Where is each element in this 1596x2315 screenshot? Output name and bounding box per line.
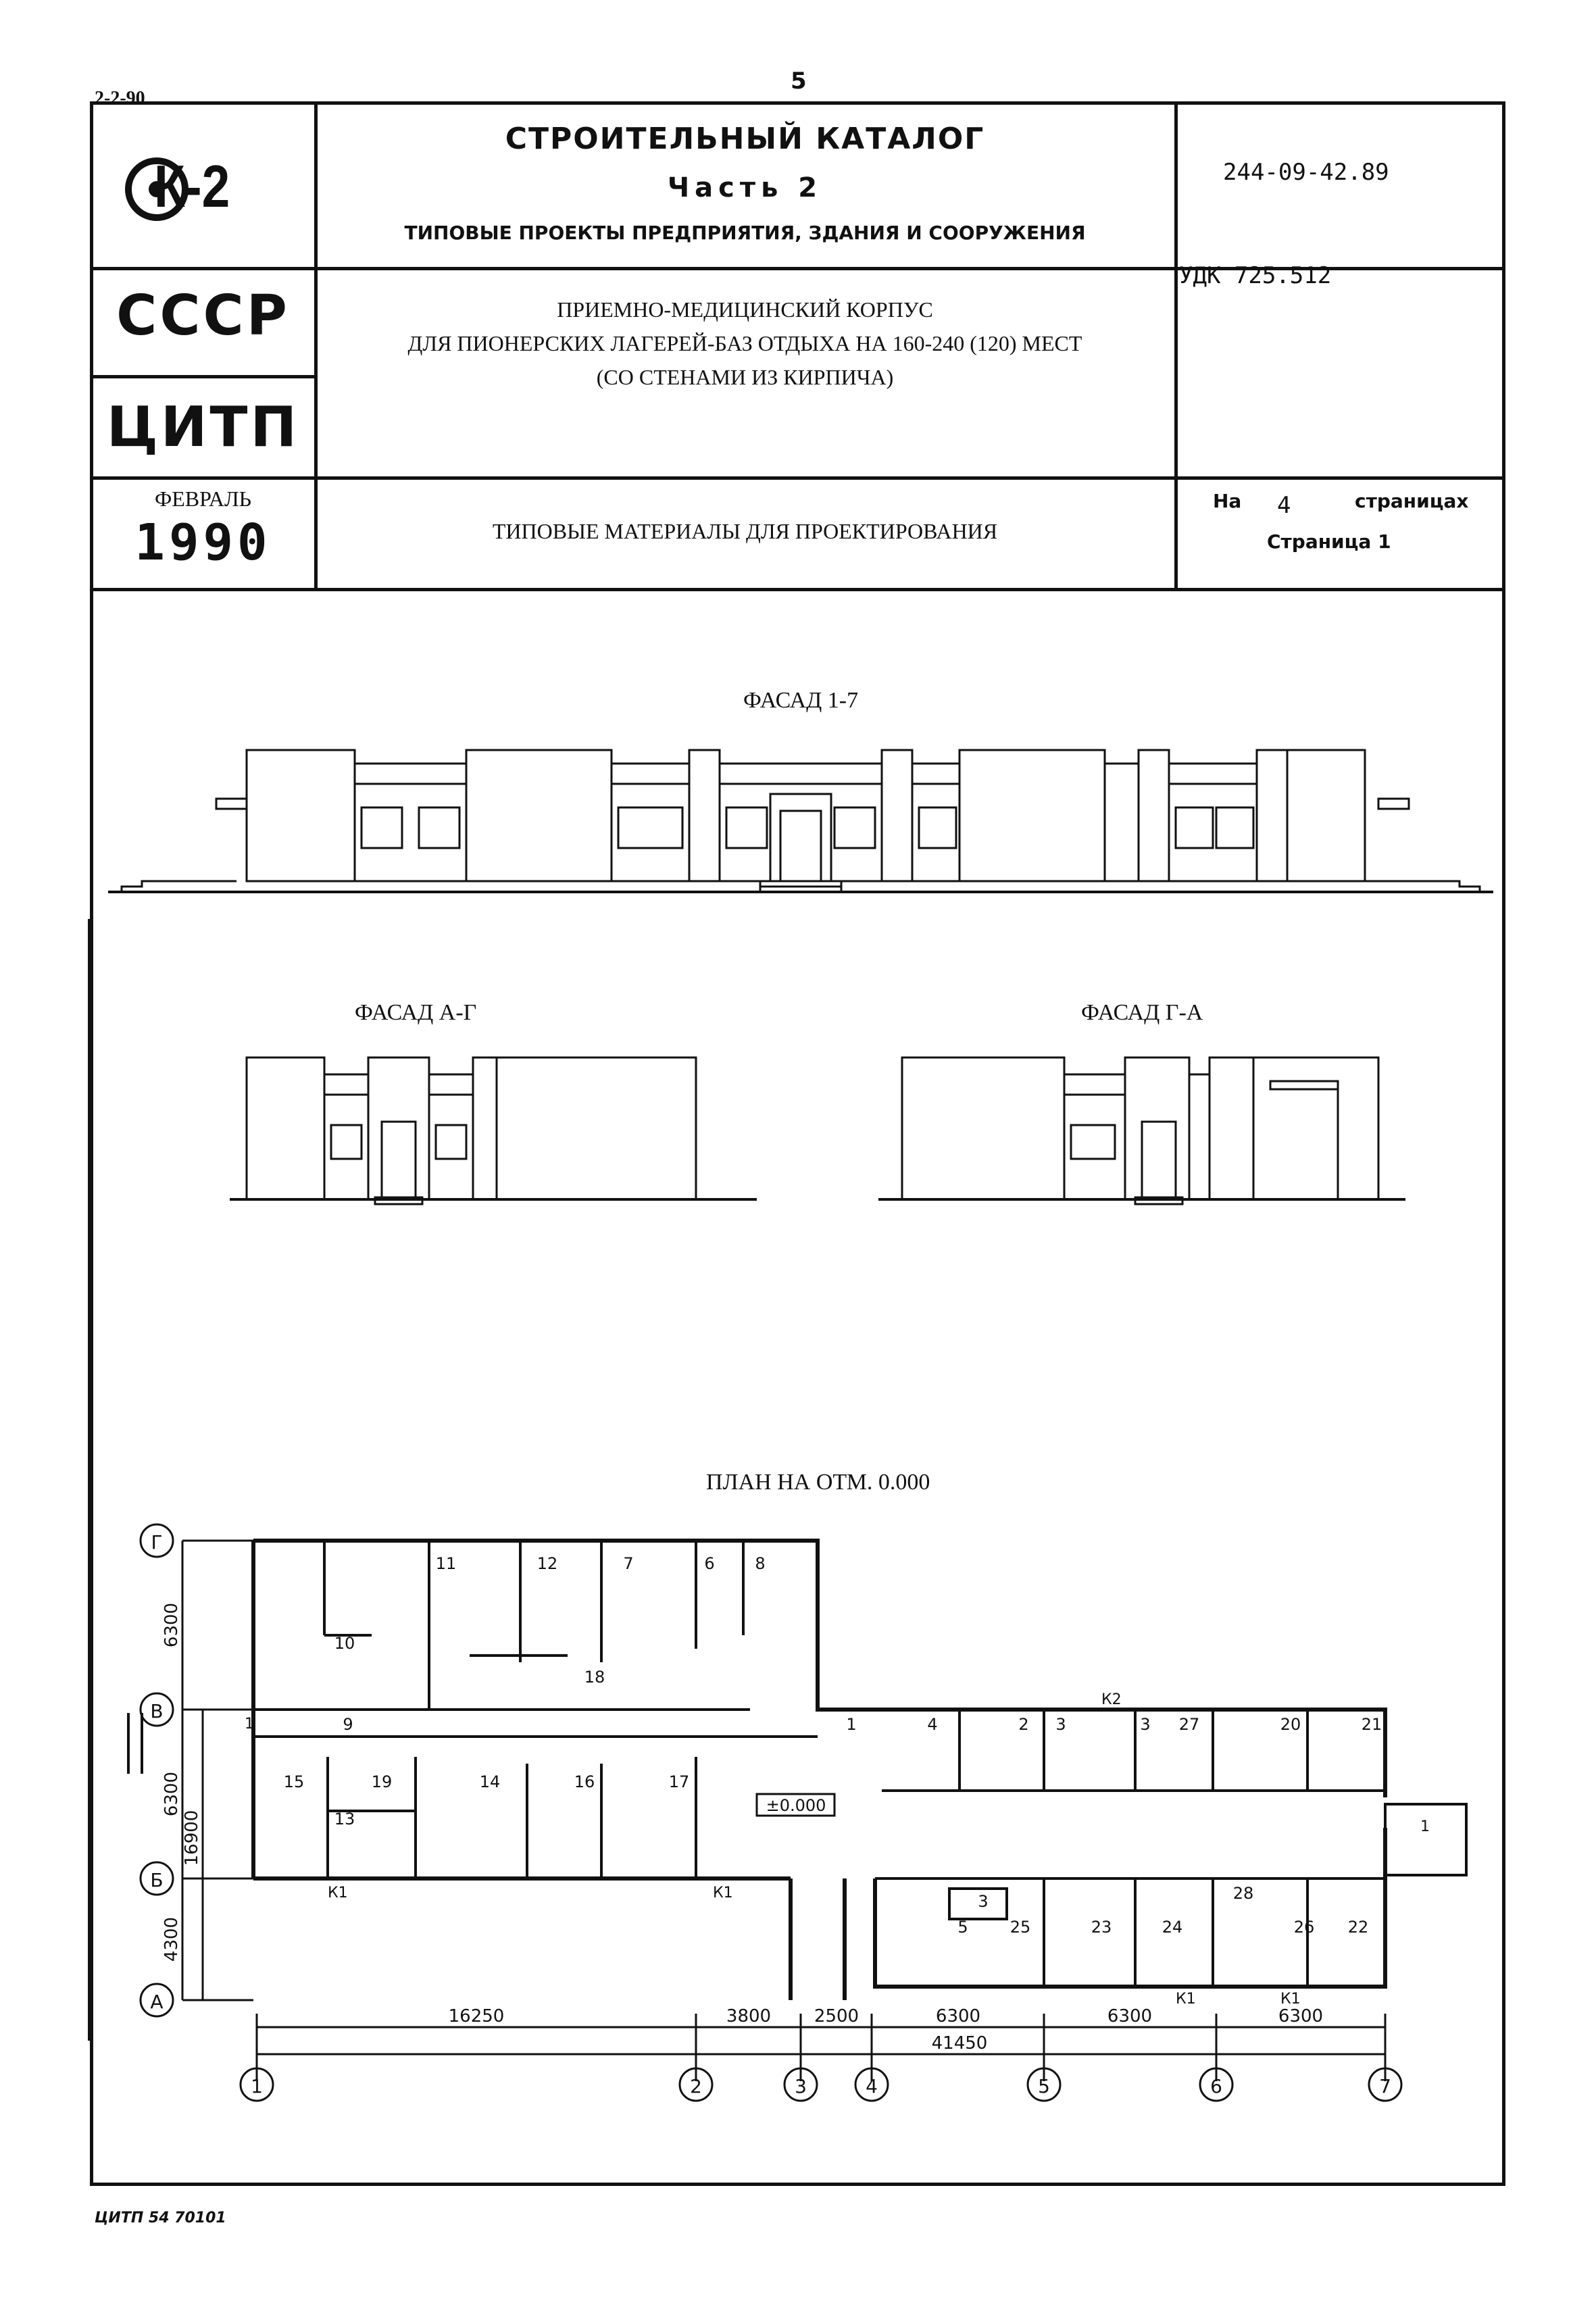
institute: ЦИТП xyxy=(106,395,300,459)
room-number: 15 xyxy=(284,1772,305,1791)
catalog-part: Часть 2 xyxy=(667,172,823,203)
facade-a-g-title: ФАСАД А-Г xyxy=(355,1000,477,1025)
room-number: 17 xyxy=(669,1772,690,1791)
section-mark: К1 xyxy=(713,1885,733,1901)
year: 1990 xyxy=(134,514,272,572)
section-mark: 1 xyxy=(245,1716,254,1733)
overall-dimension: 41450 xyxy=(932,2033,988,2053)
vertical-dimension: 6300 xyxy=(161,1603,182,1647)
room-number: 18 xyxy=(584,1668,605,1687)
row-axis-label: А xyxy=(150,1991,163,2013)
title-col-divider-2 xyxy=(1174,101,1178,591)
title-col-divider-1 xyxy=(314,101,318,591)
horizontal-dimension: 6300 xyxy=(1107,2006,1152,2026)
catalog-section: ТИПОВЫЕ ПРОЕКТЫ ПРЕДПРИЯТИЯ, ЗДАНИЯ И СО… xyxy=(404,222,1086,244)
plan-title: ПЛАН НА ОТМ. 0.000 xyxy=(706,1470,930,1495)
room-number: 1 xyxy=(846,1715,856,1734)
project-title-line1: ПРИЕМНО-МЕДИЦИНСКИЙ КОРПУС xyxy=(557,297,933,322)
room-number: 26 xyxy=(1294,1918,1315,1937)
room-number: 3 xyxy=(1140,1715,1150,1734)
section-mark: К1 xyxy=(1280,1991,1301,2008)
materials-title: ТИПОВЫЕ МАТЕРИАЛЫ ДЛЯ ПРОЕКТИРОВАНИЯ xyxy=(492,519,998,543)
section-mark: К1 xyxy=(1176,1991,1196,2008)
country: СССР xyxy=(116,284,290,348)
horizontal-dimension: 16250 xyxy=(449,2006,505,2026)
room-number: 11 xyxy=(436,1554,457,1573)
vertical-dimension: 4300 xyxy=(161,1917,182,1962)
room-number: 3 xyxy=(1055,1715,1066,1734)
logo-text: К-2 xyxy=(154,153,230,220)
project-title-line3: (СО СТЕНАМИ ИЗ КИРПИЧА) xyxy=(596,365,894,389)
column-axis-label: 2 xyxy=(690,2075,702,2097)
column-axis-label: 5 xyxy=(1038,2075,1050,2097)
logo: К-2 xyxy=(122,152,297,226)
title-row-divider-1 xyxy=(90,267,1505,270)
room-number: 19 xyxy=(372,1772,393,1791)
title-row-divider-3 xyxy=(90,588,1505,591)
level-mark: ±0.000 xyxy=(766,1796,826,1815)
page-number: 5 xyxy=(791,68,807,95)
udk: УДК 725.512 xyxy=(1179,262,1332,289)
room-number: 5 xyxy=(957,1918,968,1937)
month: ФЕВРАЛЬ xyxy=(154,487,252,511)
room-number: 21 xyxy=(1362,1715,1382,1734)
room-number: 10 xyxy=(334,1634,355,1653)
row-axis-label: Г xyxy=(151,1531,162,1553)
facade-g-a-drawing xyxy=(878,1056,1405,1205)
row-axis-label: Б xyxy=(150,1869,163,1891)
section-mark: 1 xyxy=(1420,1818,1430,1835)
title-row-divider-2 xyxy=(90,476,1505,480)
room-number: 13 xyxy=(334,1810,355,1828)
facade-a-g-drawing xyxy=(230,1056,757,1205)
room-number: 25 xyxy=(1010,1918,1031,1937)
horizontal-dimension: 6300 xyxy=(936,2006,980,2026)
pages-prefix: На xyxy=(1213,490,1242,512)
column-axis-label: 6 xyxy=(1210,2075,1222,2097)
room-number: 20 xyxy=(1280,1715,1301,1734)
room-number: 7 xyxy=(623,1554,633,1573)
margin-mark xyxy=(88,919,91,2041)
corner-code: 2-2-90 xyxy=(95,88,145,109)
column-axis-label: 1 xyxy=(251,2075,263,2097)
room-number: 12 xyxy=(537,1554,558,1573)
horizontal-dimension: 3800 xyxy=(726,2006,771,2026)
room-number: 24 xyxy=(1162,1918,1183,1937)
logo-icon xyxy=(125,157,189,221)
room-number: 2 xyxy=(1018,1715,1028,1734)
column-axis-label: 4 xyxy=(866,2075,878,2097)
facade-1-7-drawing xyxy=(108,749,1493,893)
horizontal-dimension: 6300 xyxy=(1278,2006,1323,2026)
room-number: 22 xyxy=(1348,1918,1369,1937)
column-axis-label: 7 xyxy=(1379,2075,1391,2097)
room-number: 28 xyxy=(1233,1884,1254,1903)
vertical-dimension: 6300 xyxy=(161,1772,182,1816)
page-label: Страница 1 xyxy=(1267,530,1391,553)
room-number: 27 xyxy=(1179,1715,1200,1734)
column-axis-label: 3 xyxy=(795,2075,807,2097)
pages-suffix: страницах xyxy=(1355,490,1469,512)
project-code: 244-09-42.89 xyxy=(1223,159,1389,186)
catalog-title: СТРОИТЕЛЬНЫЙ КАТАЛОГ xyxy=(505,122,985,156)
room-number: 23 xyxy=(1091,1918,1112,1937)
pages-count: 4 xyxy=(1277,492,1291,519)
row-axis-label: В xyxy=(150,1700,163,1722)
project-title-line2: ДЛЯ ПИОНЕРСКИХ ЛАГЕРЕЙ-БАЗ ОТДЫХА НА 160… xyxy=(407,331,1082,355)
room-number: 6 xyxy=(704,1554,714,1573)
room-number: 3 xyxy=(978,1892,988,1911)
sheet-frame xyxy=(90,101,1505,2186)
room-number: 14 xyxy=(480,1772,501,1791)
horizontal-dimension: 2500 xyxy=(814,2006,859,2026)
room-number: 8 xyxy=(755,1554,765,1573)
facade-g-a-title: ФАСАД Г-А xyxy=(1081,1000,1203,1025)
room-number: 16 xyxy=(574,1772,595,1791)
section-mark: К2 xyxy=(1101,1691,1122,1708)
footer-code: ЦИТП 54 70101 xyxy=(95,2210,226,2226)
room-number: 4 xyxy=(927,1715,937,1734)
vertical-dimension: 16900 xyxy=(182,1810,202,1866)
sssr-cell-divider xyxy=(90,375,316,378)
facade-1-7-title: ФАСАД 1-7 xyxy=(743,688,859,713)
room-number: 9 xyxy=(343,1715,353,1734)
section-mark: К1 xyxy=(328,1885,348,1901)
